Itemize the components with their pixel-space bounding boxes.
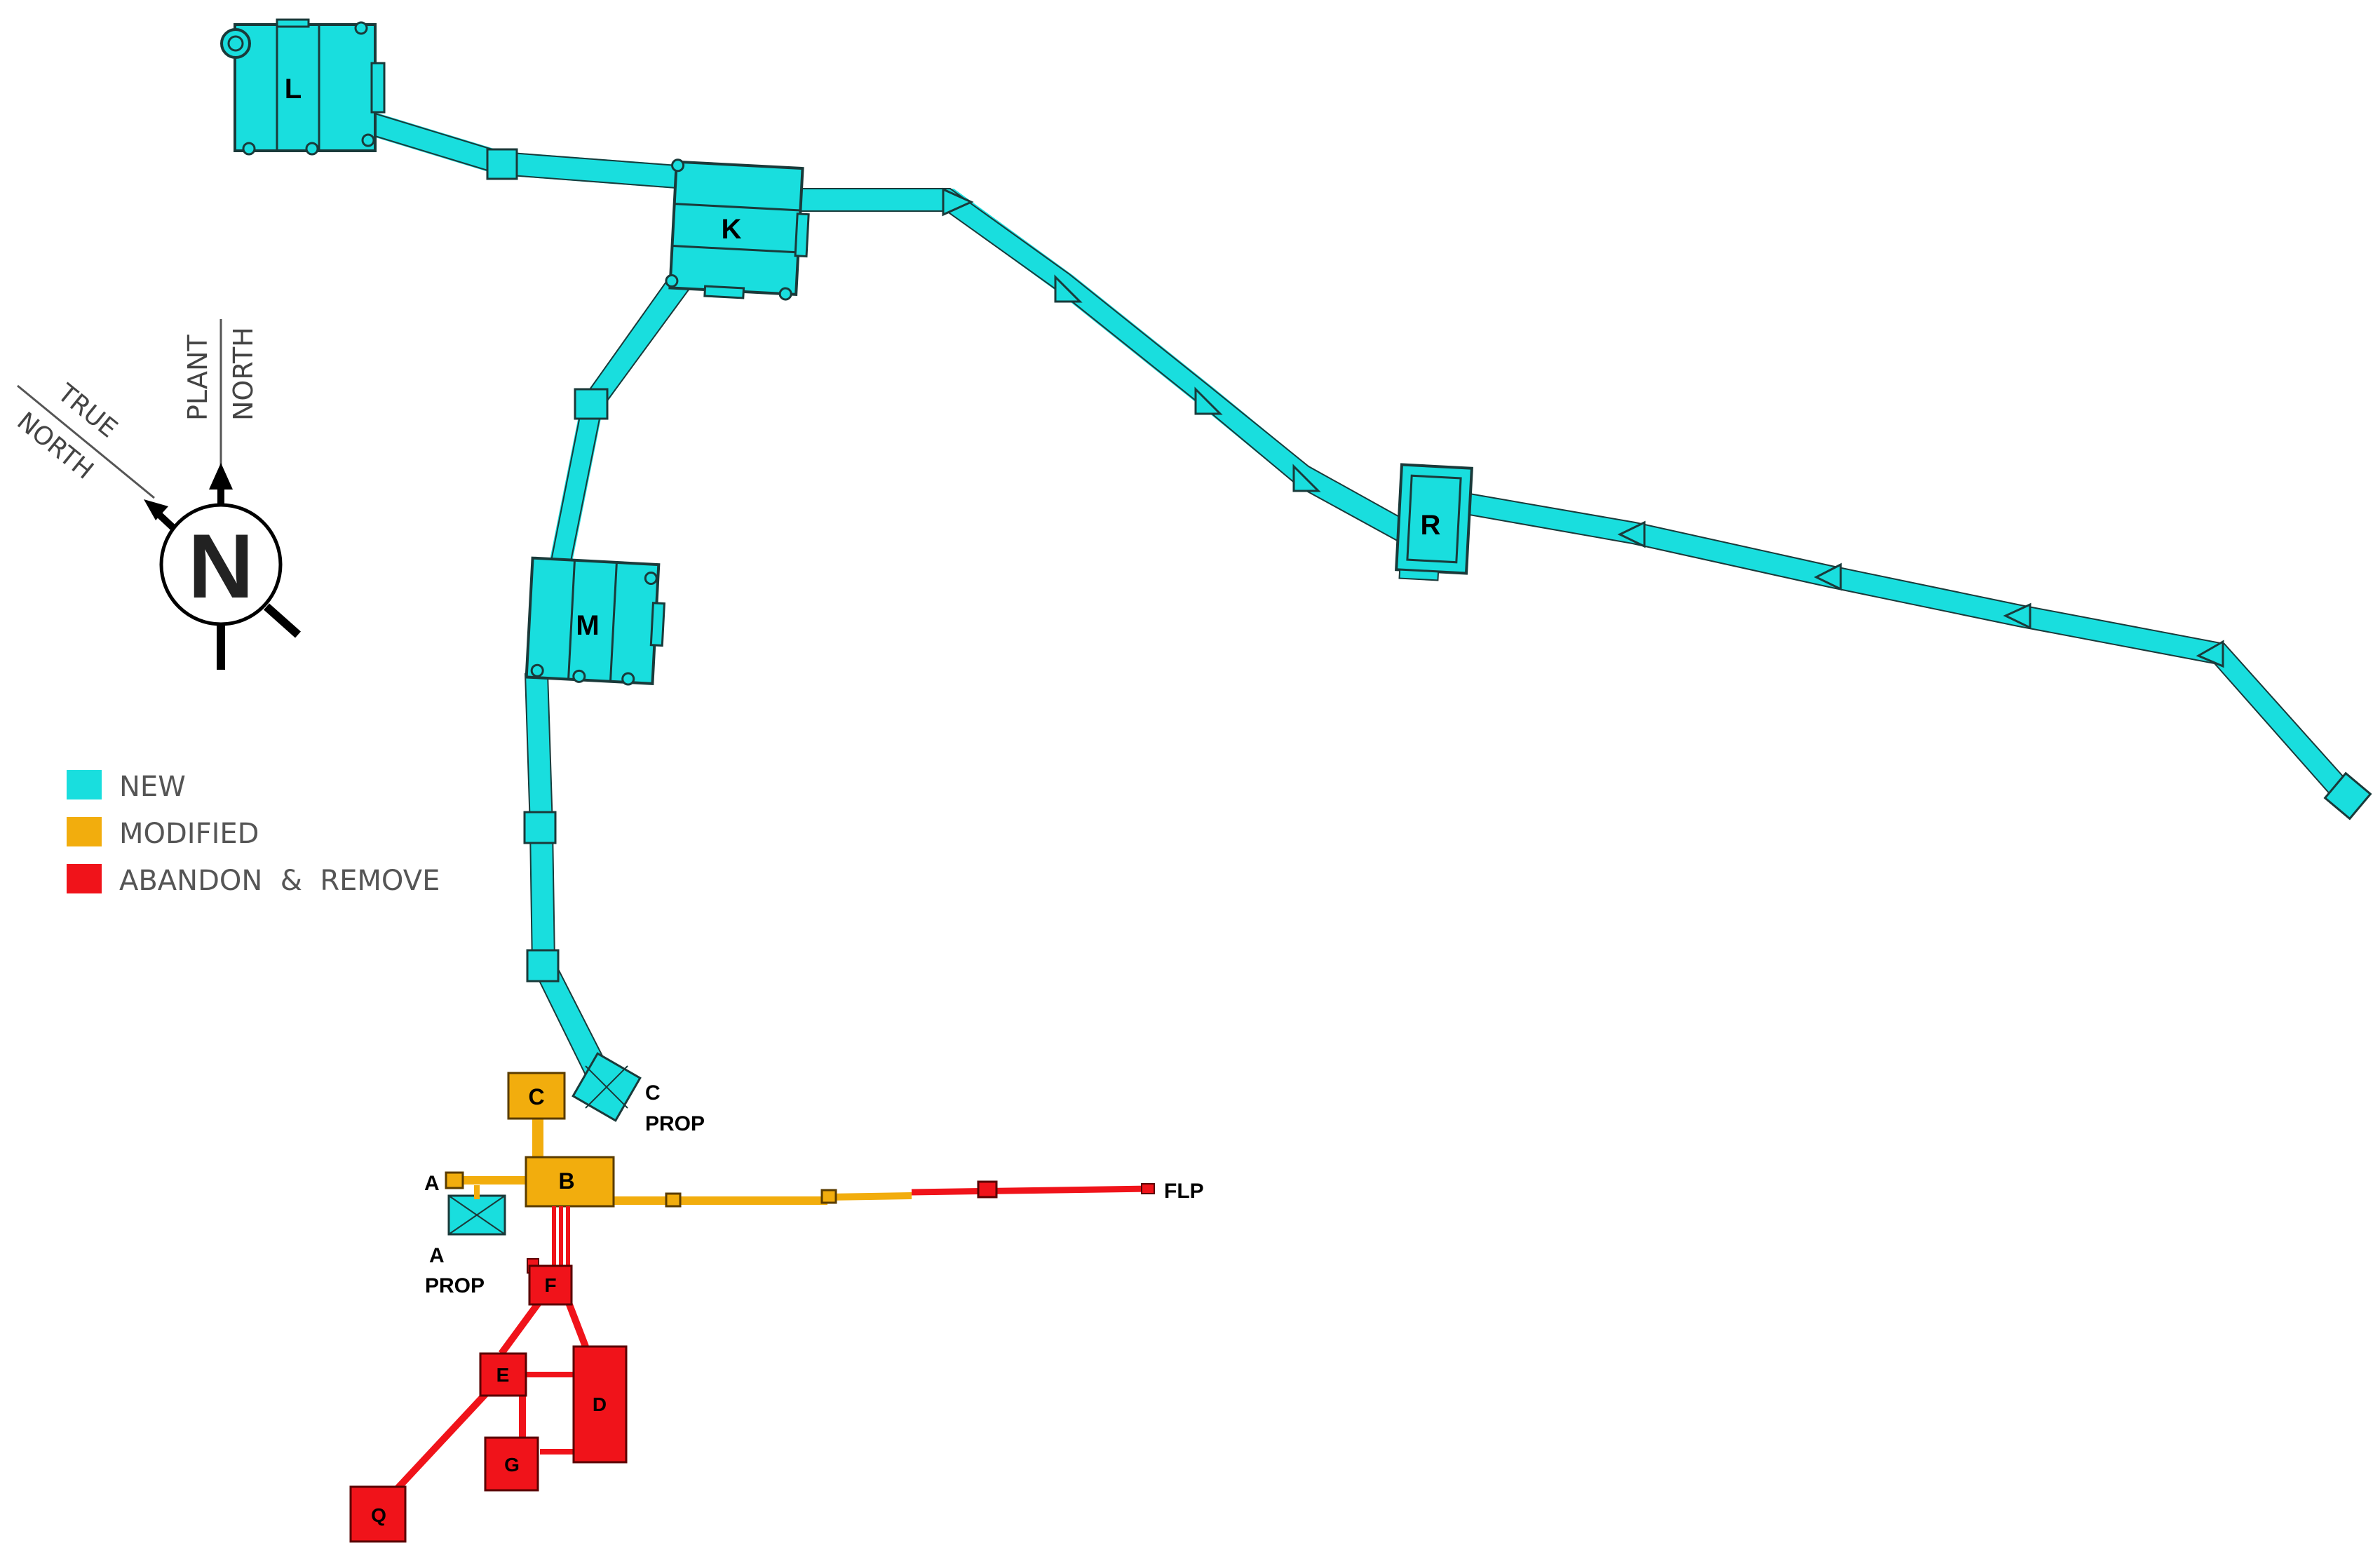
structure-d-label: D bbox=[593, 1393, 607, 1415]
a-prop-structure bbox=[447, 1194, 506, 1236]
plant-north-label-1: PLANT bbox=[182, 335, 213, 421]
structure-b-label: B bbox=[558, 1168, 574, 1194]
tunnel-r-east bbox=[1463, 493, 2358, 807]
structure-e bbox=[479, 1352, 527, 1397]
tunnel-l-k bbox=[365, 111, 706, 191]
structure-g bbox=[484, 1436, 539, 1492]
legend-label-modified: MODIFIED bbox=[119, 818, 259, 850]
structure-q bbox=[349, 1485, 407, 1543]
north-compass: PLANT NORTH TRUE NORTH N bbox=[11, 319, 301, 670]
structure-q-label: Q bbox=[371, 1504, 386, 1526]
legend-swatch-new bbox=[67, 770, 102, 799]
callout-labels: C PROP A A PROP FLP bbox=[424, 1081, 1204, 1297]
structure-l: L bbox=[220, 18, 386, 156]
structure-r: R bbox=[1395, 463, 1473, 581]
structure-m-label: M bbox=[576, 610, 599, 641]
tunnel-m-cprop bbox=[525, 673, 614, 1089]
remove-structures: F E D G Q bbox=[349, 1180, 1155, 1543]
legend-label-remove: ABANDON & REMOVE bbox=[119, 865, 440, 897]
c-prop-structure bbox=[572, 1052, 642, 1122]
structure-c-label: C bbox=[528, 1084, 544, 1109]
legend-swatch-modified bbox=[67, 817, 102, 846]
structure-l-label: L bbox=[285, 74, 302, 104]
structure-c bbox=[507, 1072, 566, 1120]
structure-f-label: F bbox=[544, 1274, 556, 1296]
compass-circle bbox=[159, 503, 283, 626]
flow-markers bbox=[942, 187, 2224, 668]
legend-swatch-remove bbox=[67, 864, 102, 893]
structure-g-label: G bbox=[504, 1454, 520, 1476]
new-tunnels bbox=[365, 111, 2358, 1090]
remove-tunnels bbox=[386, 1185, 1151, 1500]
plant-north-label-2: NORTH bbox=[228, 327, 259, 421]
structure-b bbox=[525, 1156, 615, 1208]
c-prop-label-line1: C bbox=[645, 1081, 661, 1105]
structure-f bbox=[528, 1264, 573, 1306]
structure-r-label: R bbox=[1421, 510, 1441, 541]
compass-letter: N bbox=[188, 515, 254, 617]
structure-a-small bbox=[445, 1171, 464, 1189]
structure-k-label: K bbox=[722, 214, 742, 245]
a-prop-label-line2: PROP bbox=[425, 1274, 485, 1297]
legend: NEW MODIFIED ABANDON & REMOVE bbox=[67, 770, 440, 897]
structure-e-label: E bbox=[496, 1364, 510, 1386]
legend-label-new: NEW bbox=[119, 771, 186, 803]
structure-m: M bbox=[525, 556, 666, 686]
structure-a-label: A bbox=[424, 1172, 440, 1195]
c-prop-label-line2: PROP bbox=[645, 1112, 705, 1135]
modified-structures: C B bbox=[445, 1072, 837, 1208]
new-junction-boxes bbox=[486, 148, 2372, 983]
structure-k: K bbox=[665, 158, 810, 301]
a-prop-label-line1: A bbox=[429, 1244, 445, 1267]
flp-label: FLP bbox=[1164, 1180, 1204, 1203]
tunnel-k-r bbox=[792, 189, 1412, 544]
structure-d bbox=[572, 1345, 628, 1464]
